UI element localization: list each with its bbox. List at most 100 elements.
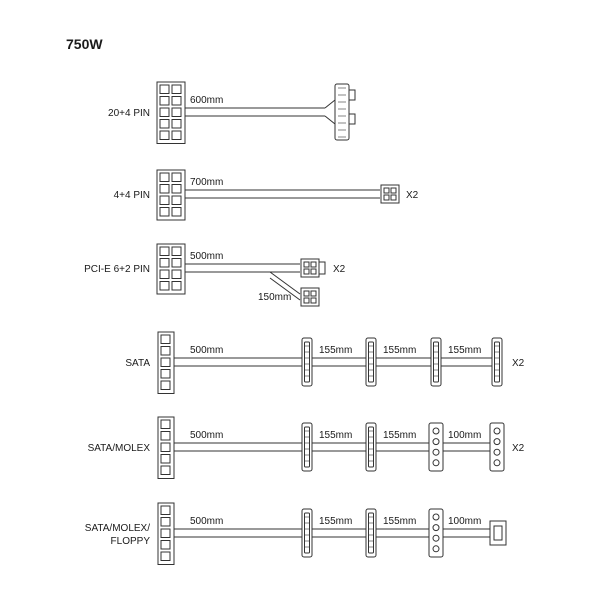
cable-label: SATA xyxy=(125,358,150,369)
sata-connector xyxy=(491,337,503,387)
connector-pin xyxy=(159,172,170,182)
psu-connector xyxy=(157,502,175,565)
plug-pin xyxy=(390,187,397,194)
connector-pin xyxy=(160,528,171,538)
connector-pin xyxy=(159,96,170,106)
sata-connector xyxy=(430,337,442,387)
connector-pin xyxy=(159,130,170,140)
psu-connector xyxy=(156,81,186,144)
quantity-label: X2 xyxy=(406,190,419,201)
plug-pin xyxy=(383,187,390,194)
connector-pin xyxy=(159,246,170,256)
connector-pin xyxy=(159,119,170,129)
quantity-label: X2 xyxy=(333,264,346,275)
molex-connector-body xyxy=(428,508,444,558)
connector-pin xyxy=(171,258,182,268)
molex-pin xyxy=(432,427,440,435)
sata-connector xyxy=(365,422,377,472)
connector-pin xyxy=(171,246,182,256)
connector-pin xyxy=(171,184,182,194)
connector-pin xyxy=(160,419,171,429)
connector-pin xyxy=(160,454,171,464)
plug-pin xyxy=(310,297,317,304)
plug-pin xyxy=(303,290,310,297)
connector-pin xyxy=(171,195,182,205)
connector-pin xyxy=(171,207,182,217)
connector-pin xyxy=(160,346,171,356)
sata-connector xyxy=(301,337,313,387)
psu-connector xyxy=(156,243,186,295)
plug-pin xyxy=(310,261,317,268)
connector-pin xyxy=(160,357,171,367)
length-label: 100mm xyxy=(448,430,481,441)
molex-pin xyxy=(432,438,440,446)
molex-pin xyxy=(432,513,440,521)
psu-connector xyxy=(157,331,175,394)
molex-connector xyxy=(428,508,444,558)
connector-pin xyxy=(159,84,170,94)
floppy-connector-inner xyxy=(493,525,503,541)
connector-pin xyxy=(171,130,182,140)
floppy-connector xyxy=(489,520,507,546)
length-label: 100mm xyxy=(448,516,481,527)
connector-pin xyxy=(160,465,171,475)
plug-pin xyxy=(303,297,310,304)
molex-pin xyxy=(493,438,501,446)
cable-label: FLOPPY xyxy=(111,536,151,547)
length-label: 155mm xyxy=(448,345,481,356)
pcie-2pin-plug xyxy=(300,287,320,307)
connector-pin xyxy=(171,172,182,182)
sata-connector xyxy=(365,337,377,387)
connector-pin xyxy=(160,431,171,441)
connector-pin xyxy=(160,517,171,527)
pcie-plug xyxy=(300,258,320,278)
plug-pin xyxy=(303,261,310,268)
page-title: 750W xyxy=(66,36,103,52)
connector-pin xyxy=(160,505,171,515)
connector-pin xyxy=(159,107,170,117)
molex-connector-body xyxy=(489,422,505,472)
atx-plug-latch xyxy=(348,89,356,101)
molex-pin xyxy=(493,427,501,435)
cable-label: SATA/MOLEX/ xyxy=(85,523,150,534)
length-label: 500mm xyxy=(190,516,223,527)
length-label: 700mm xyxy=(190,177,223,188)
molex-pin xyxy=(493,459,501,467)
length-label: 150mm xyxy=(258,292,291,303)
psu-connector xyxy=(157,416,175,479)
connector-pin xyxy=(160,442,171,452)
connector-pin xyxy=(159,281,170,291)
connector-pin xyxy=(171,281,182,291)
cable-wire xyxy=(324,99,336,109)
molex-pin xyxy=(432,459,440,467)
cable-label: PCI-E 6+2 PIN xyxy=(84,264,150,275)
connector-pin xyxy=(171,107,182,117)
connector-pin xyxy=(160,551,171,561)
connector-pin xyxy=(159,269,170,279)
length-label: 155mm xyxy=(383,430,416,441)
psu-connector xyxy=(156,169,186,221)
molex-connector-body xyxy=(428,422,444,472)
atx-plug-latch xyxy=(348,113,356,125)
molex-pin xyxy=(432,524,440,532)
length-label: 600mm xyxy=(190,95,223,106)
length-label: 155mm xyxy=(319,430,352,441)
connector-pin xyxy=(160,540,171,550)
length-label: 500mm xyxy=(190,430,223,441)
quantity-label: X2 xyxy=(512,358,525,369)
plug-pin xyxy=(383,194,390,201)
atx-plug xyxy=(334,83,356,141)
molex-pin xyxy=(432,534,440,542)
connector-pin xyxy=(160,380,171,390)
connector-pin xyxy=(159,207,170,217)
length-label: 500mm xyxy=(190,345,223,356)
connector-pin xyxy=(160,334,171,344)
cable-label: SATA/MOLEX xyxy=(88,443,151,454)
plug-pin xyxy=(303,268,310,275)
atx-plug-body xyxy=(334,83,350,141)
